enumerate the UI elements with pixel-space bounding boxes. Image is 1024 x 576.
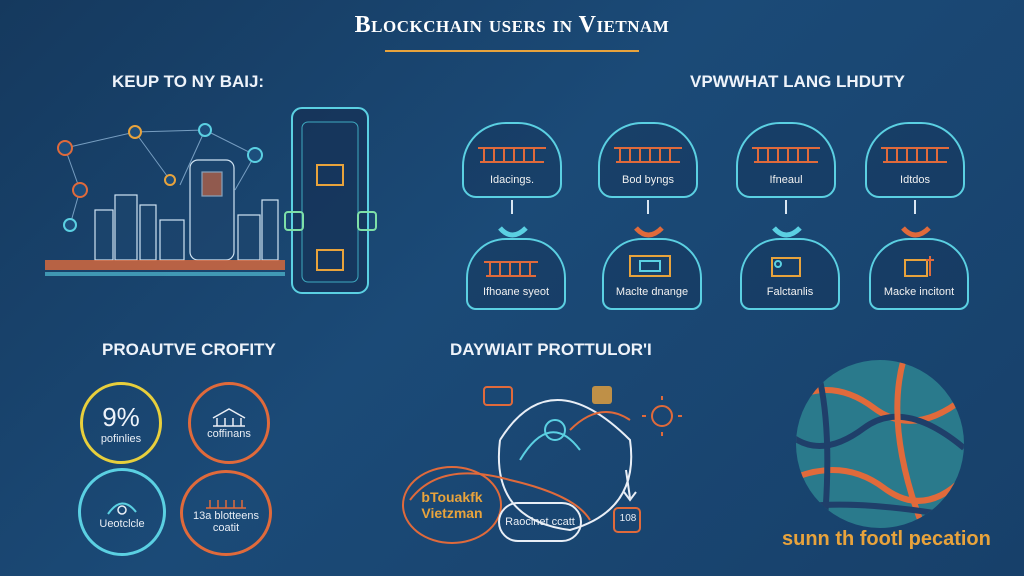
category-card-label: Idacings. (489, 174, 535, 186)
bag-label: 108 (619, 513, 637, 524)
section-heading-bottom-middle: DAYWIAIT PROTTULOR'I (450, 340, 652, 359)
connector-line (511, 200, 513, 214)
globe-illustration (796, 360, 964, 528)
outcome-icons (484, 255, 934, 277)
stat-circle-2: coffinans (188, 382, 270, 464)
page-title: Blockchain users in Vietnam (354, 12, 670, 38)
outcome-card-label: Macke incitont (883, 286, 955, 298)
stat-circle-3: Ueotclcle (78, 468, 166, 556)
stat-label: pofinlies (100, 432, 142, 445)
category-card-3: Ifneaul (736, 122, 836, 198)
outcome-card-1: Ifhoane syeot (466, 238, 566, 310)
stat-label: Ueotclcle (99, 518, 145, 530)
flow-node-left: bTouakfk Vietzman (402, 466, 502, 544)
connector-line (914, 200, 916, 214)
category-card-label: Idtdos (900, 174, 930, 186)
stat-sublabel: coatit (212, 522, 240, 534)
connector-line (785, 200, 787, 214)
cycle-icon (107, 502, 137, 515)
stat-circle-1: 9% pofinlies (80, 382, 162, 464)
flow-label-line2: Vietzman (421, 505, 483, 521)
section-heading-top-left: KEUP TO NY BAIJ: (112, 72, 265, 91)
outcome-card-2: Maclte dnange (602, 238, 702, 310)
arc-indicators (498, 226, 931, 238)
stat-label: 13a blotteens (192, 510, 260, 522)
category-card-1: Idacings. (462, 122, 562, 198)
footer-caption: sunn th footl pecation (782, 528, 991, 551)
section-heading-top-right: VPWWHAT LANG LHDUTY (690, 72, 905, 91)
category-card-label: Ifneaul (769, 174, 803, 186)
category-card-4: Idtdos (865, 122, 965, 198)
footer-caption-text: sunn th footl pecation (782, 528, 991, 550)
stat-circle-4: 13a blotteens coatit (180, 470, 272, 556)
outcome-card-label: Maclte dnange (615, 286, 689, 298)
section-heading-bottom-left: PROAUTVE CROFITY (102, 340, 276, 359)
title-underline (385, 50, 639, 52)
bridge-icon (206, 500, 246, 509)
outcome-card-4: Macke incitont (869, 238, 969, 310)
city-network-illustration (45, 107, 377, 294)
bank-building-icons (478, 147, 949, 163)
stat-label: coffinans (207, 428, 251, 440)
category-card-label: Bod byngs (622, 174, 674, 186)
temple-icon (212, 408, 246, 427)
outcome-card-3: Falctanlis (740, 238, 840, 310)
connector-line (647, 200, 649, 214)
outcome-card-label: Ifhoane syeot (482, 286, 550, 298)
stat-value: 9% (102, 401, 140, 432)
outcome-card-label: Falctanlis (766, 286, 814, 298)
flow-node-right: Raoclnet ccatt (498, 502, 582, 542)
flow-label-line1: bTouakfk (421, 489, 483, 505)
category-card-2: Bod byngs (598, 122, 698, 198)
